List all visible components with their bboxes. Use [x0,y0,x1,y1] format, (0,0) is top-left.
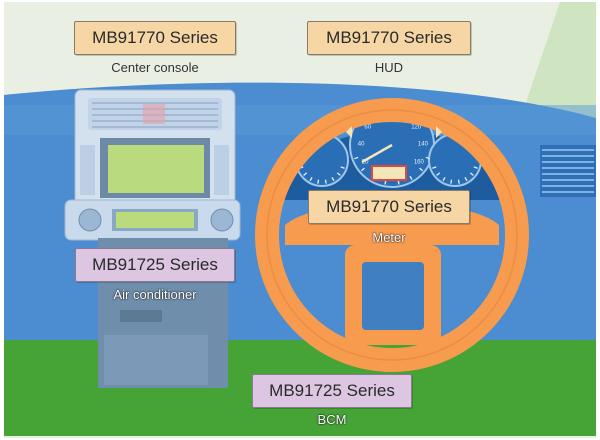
right-air-vent [540,145,596,197]
odometer-display [371,165,407,181]
gauge-number: 20 [362,160,369,166]
console-screen [108,145,204,193]
meter-series-tag: MB91770 Series [308,190,470,224]
center-console-label: Center console [111,60,199,75]
bcm-series-tag: MB91725 Series [252,374,412,408]
ac-display [116,212,194,228]
meter-label: Meter [372,230,406,245]
air-conditioner-series-tag: MB91725 Series [75,248,235,282]
center-console-series-tag: MB91770 Series [74,21,236,55]
gauge-number: 120 [411,125,422,131]
left-knob [78,208,102,232]
gauge-number: 60 [364,125,371,131]
hud-label: HUD [374,60,404,75]
bcm-label: BCM [317,412,347,427]
gauge-number: 140 [418,142,429,148]
gauge-number: 160 [414,160,425,166]
air-conditioner-label: Air conditioner [113,287,197,302]
hud-series-tag: MB91770 Series [307,21,471,55]
gauge-number: 40 [358,142,365,148]
right-knob [210,208,234,232]
